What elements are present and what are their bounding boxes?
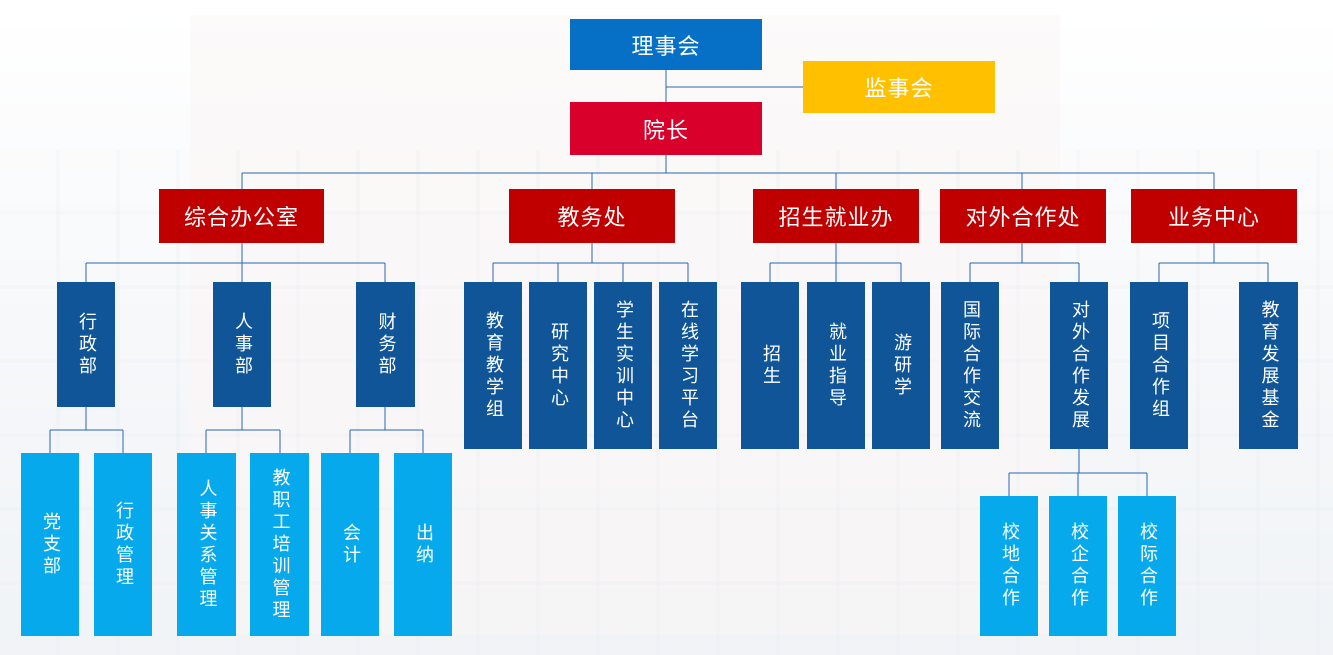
subunit-staff-training: 教职工培训管理 [250, 453, 309, 636]
subunit-school-local-cooperation: 校地合作 [980, 496, 1038, 636]
subunit-party-branch: 党支部 [21, 453, 79, 636]
dept-academic-affairs: 教务处 [509, 189, 675, 243]
unit-education-fund: 教育发展基金 [1239, 282, 1298, 449]
unit-teaching-group: 教育教学组 [464, 282, 522, 449]
unit-online-learning-platform: 在线学习平台 [659, 282, 717, 449]
unit-study-tours: 游研学 [872, 282, 930, 449]
unit-finance: 财务部 [356, 282, 415, 407]
supervisors-node: 监事会 [803, 61, 995, 113]
unit-research-center: 研究中心 [529, 282, 587, 449]
dept-admissions-employment: 招生就业办 [753, 189, 919, 243]
unit-administration: 行政部 [57, 282, 115, 407]
dept-business-center: 业务中心 [1131, 189, 1297, 243]
unit-student-practice-center: 学生实训中心 [594, 282, 652, 449]
unit-employment-guidance: 就业指导 [807, 282, 865, 449]
subunit-accounting: 会计 [321, 453, 379, 636]
subunit-admin-management: 行政管理 [94, 453, 152, 636]
unit-project-cooperation: 项目合作组 [1130, 282, 1188, 449]
subunit-personnel-relations: 人事关系管理 [177, 453, 236, 636]
president-node: 院长 [570, 102, 762, 155]
unit-admissions: 招生 [741, 282, 799, 449]
board-node: 理事会 [570, 19, 762, 70]
unit-external-development: 对外合作发展 [1050, 282, 1108, 449]
unit-international-exchange: 国际合作交流 [941, 282, 999, 449]
subunit-inter-school-cooperation: 校际合作 [1118, 496, 1176, 636]
unit-personnel: 人事部 [213, 282, 271, 407]
subunit-cashier: 出纳 [394, 453, 452, 636]
dept-general-office: 综合办公室 [159, 189, 324, 243]
dept-external-cooperation: 对外合作处 [940, 189, 1106, 243]
subunit-school-enterprise-cooperation: 校企合作 [1049, 496, 1107, 636]
